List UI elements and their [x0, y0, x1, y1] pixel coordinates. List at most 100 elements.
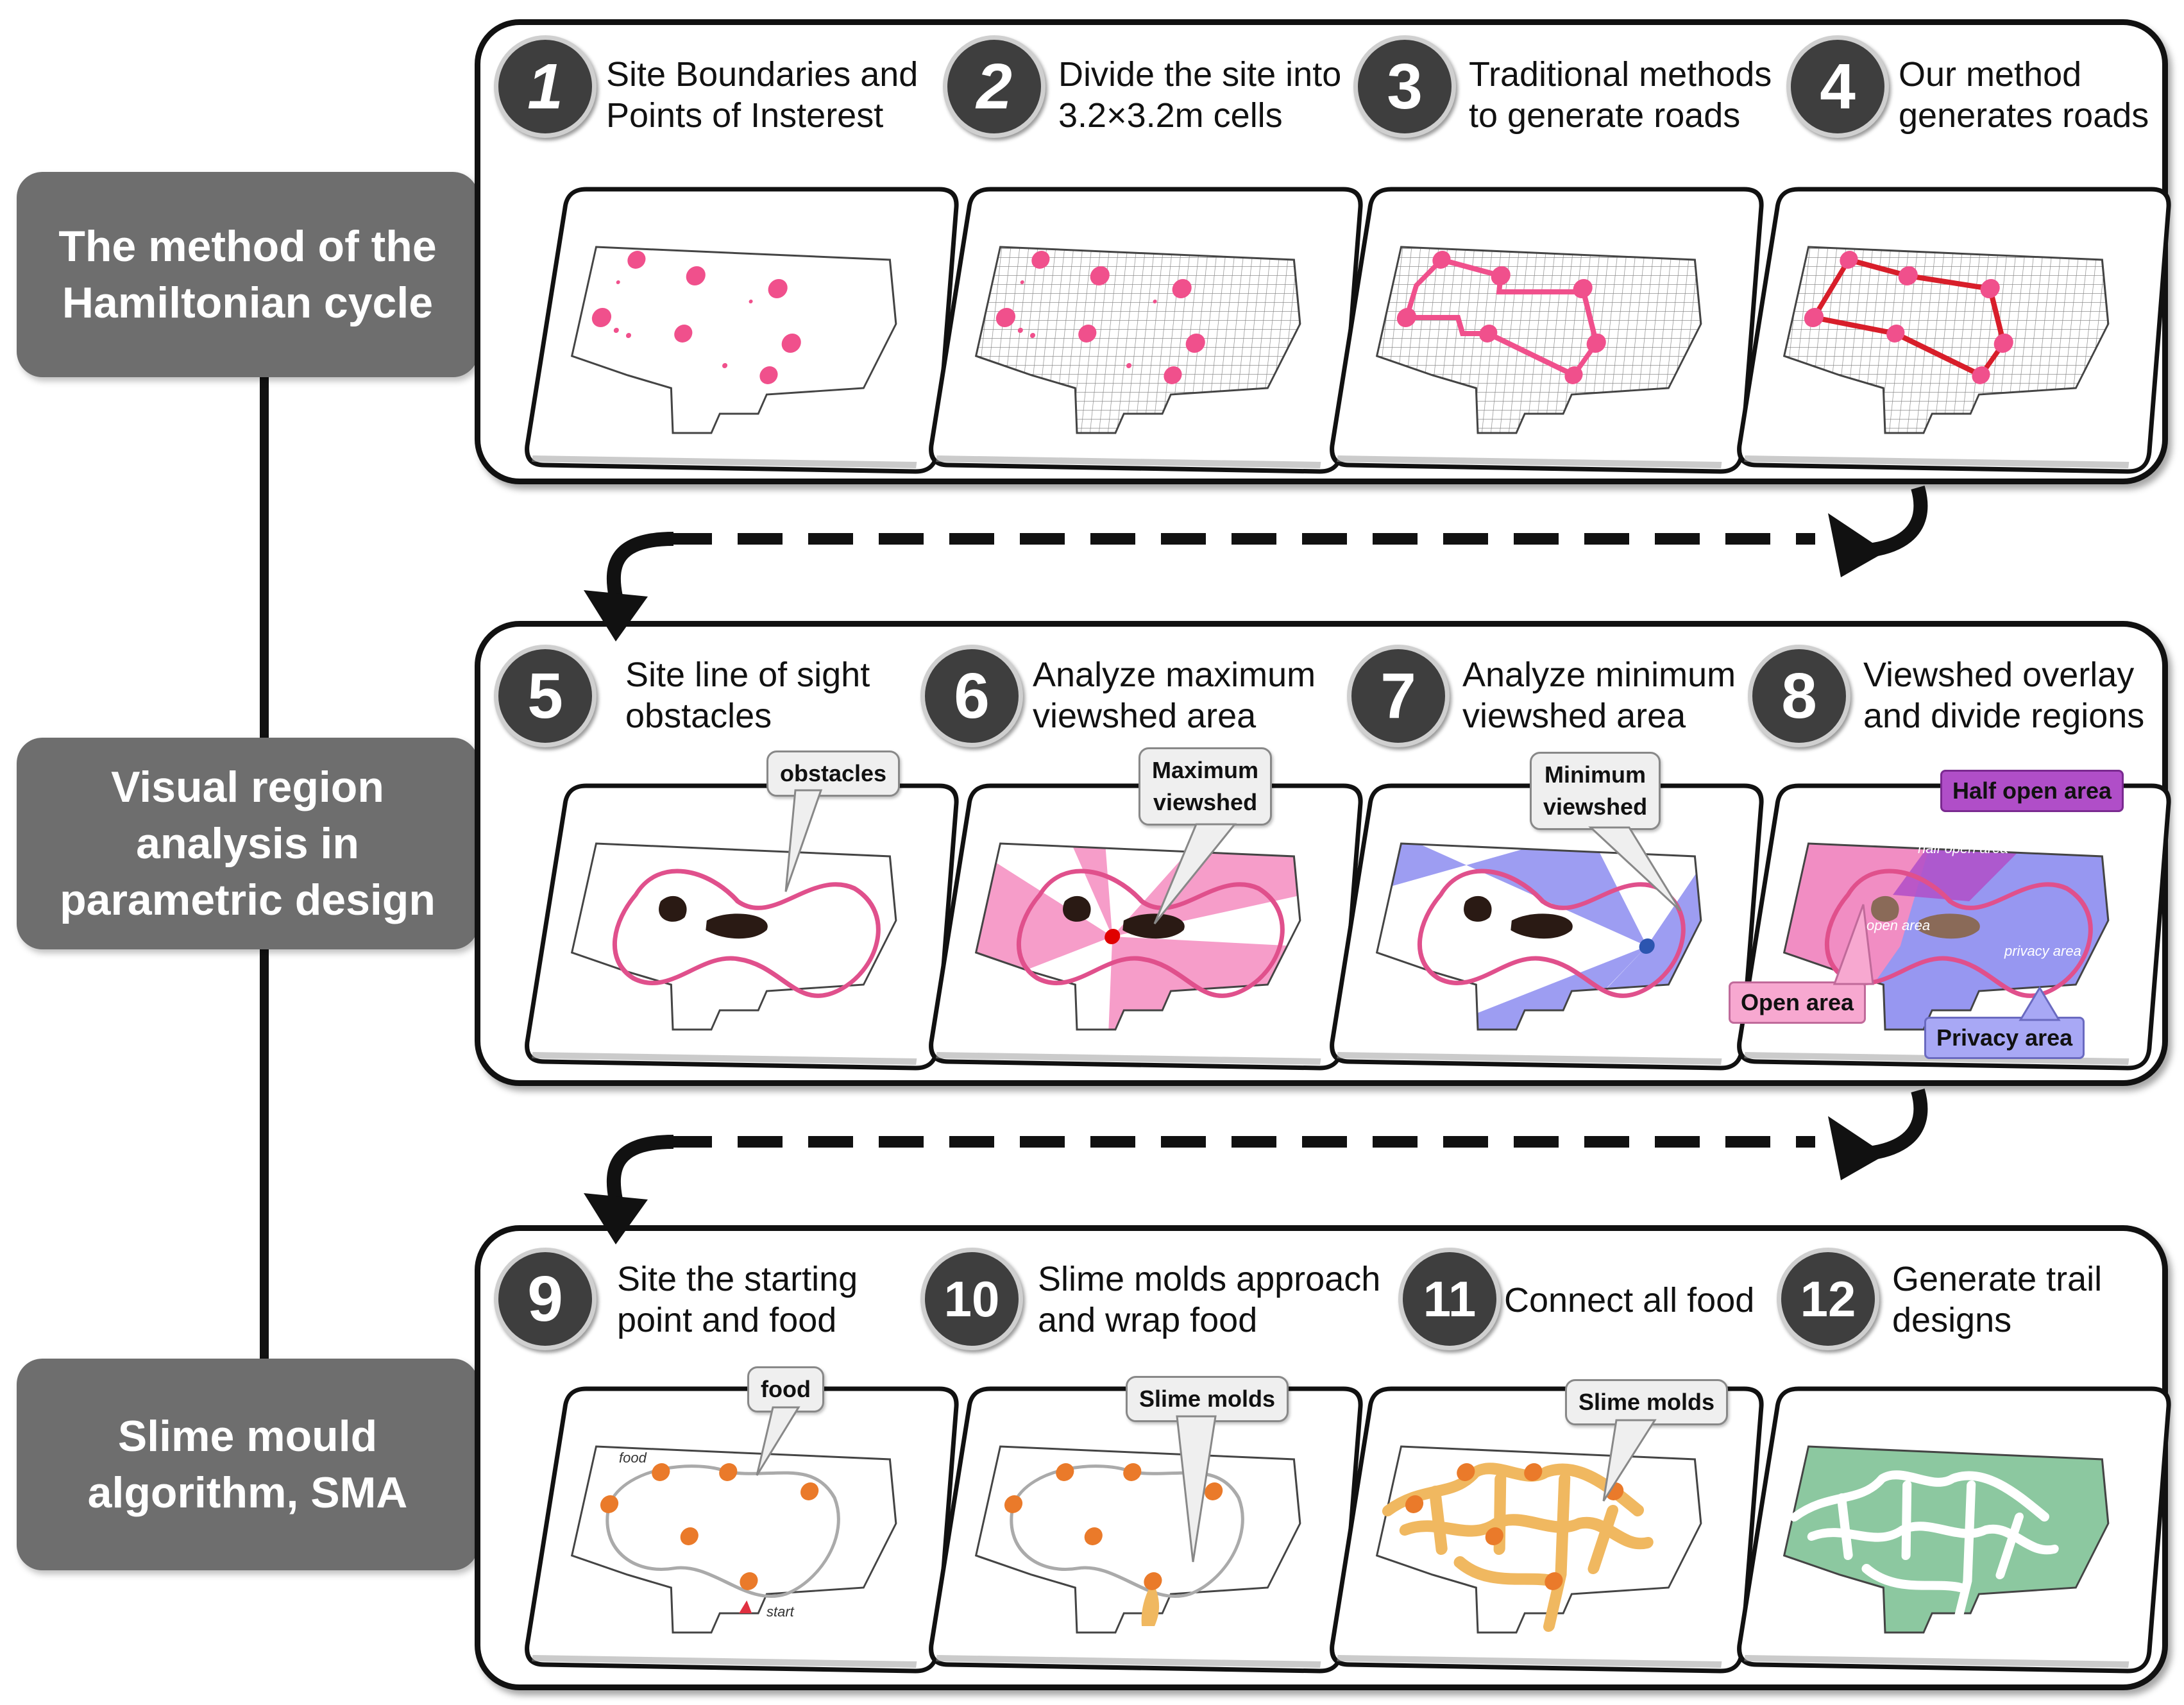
callout-max-viewshed: Maximum viewshed: [1139, 747, 1273, 826]
step-text-line: Analyze maximum: [1033, 656, 1316, 694]
step-number: 12: [1777, 1248, 1879, 1350]
tile-5: [525, 786, 965, 1068]
label-open: Open area: [1729, 981, 1867, 1024]
step-number: 1: [494, 35, 597, 138]
tile-2: [929, 189, 1369, 471]
callout-min-viewshed: Minimum viewshed: [1530, 752, 1661, 830]
section-line: Visual region: [111, 763, 384, 811]
step-text-line: Analyze minimum: [1462, 656, 1736, 694]
small-label-food: food: [619, 1450, 647, 1466]
poi-points: [1804, 251, 2013, 384]
step-text-line: and wrap food: [1038, 1301, 1258, 1339]
tile-6: [929, 786, 1369, 1068]
step-text-line: Divide the site into: [1058, 55, 1342, 94]
section-line: algorithm, SMA: [87, 1468, 408, 1517]
tile-1: [525, 189, 965, 471]
step-text: Analyze maximum viewshed area: [1033, 654, 1316, 736]
step-text-line: Site line of sight: [625, 656, 870, 694]
start-marker: [739, 1600, 752, 1613]
step-number: 3: [1353, 35, 1456, 138]
food-points: [600, 1463, 819, 1590]
step-number: 10: [920, 1248, 1023, 1350]
step-number: 6: [920, 645, 1023, 747]
step-text: Analyze minimum viewshed area: [1462, 654, 1736, 736]
section-line: parametric design: [60, 876, 436, 924]
label-privacy: Privacy area: [1924, 1017, 2085, 1059]
poi-points: [1396, 251, 1606, 384]
tile-10: [929, 1389, 1369, 1671]
callout-food: food: [747, 1366, 824, 1412]
section-line: Slime mould: [117, 1412, 378, 1461]
step-text-line: viewshed area: [1462, 697, 1686, 735]
slime-blob: [1141, 1581, 1159, 1626]
small-label-open: open area: [1867, 917, 1931, 933]
step-number: 8: [1748, 645, 1850, 747]
step-text-line: Site the starting: [617, 1260, 858, 1298]
step-text-line: generates roads: [1899, 96, 2149, 135]
step-number: 5: [494, 645, 597, 747]
callout-line: viewshed: [1543, 793, 1648, 820]
label-half-open: Half open area: [1940, 770, 2124, 812]
trail-network: [1790, 1470, 2059, 1631]
small-label-privacy: privacy area: [2004, 943, 2081, 959]
tile-11: [1330, 1389, 1770, 1671]
step-text-line: and divide regions: [1863, 697, 2145, 735]
step-text: Connect all food: [1504, 1280, 1754, 1321]
callout-line: Maximum: [1152, 757, 1259, 783]
max-viewshed-point: [1105, 929, 1121, 944]
step-text-line: Site Boundaries and: [606, 55, 918, 94]
step-text-line: Our method: [1899, 55, 2082, 94]
step-text: Site the starting point and food: [617, 1259, 858, 1341]
step-text-line: 3.2×3.2m cells: [1058, 96, 1283, 135]
step-text-line: viewshed area: [1033, 697, 1257, 735]
step-number: 9: [494, 1248, 597, 1350]
arrow-2-to-3: [584, 1088, 1928, 1244]
tile-3: [1330, 189, 1770, 471]
food-points: [1004, 1463, 1223, 1590]
step-text: Site Boundaries and Points of Insterest: [606, 54, 918, 136]
step-number: 7: [1347, 645, 1450, 747]
small-label-half-open: half open area: [1918, 840, 2008, 856]
step-text-line: Traditional methods: [1469, 55, 1772, 94]
arrow-1-to-2: [584, 485, 1928, 641]
small-label-start: start: [766, 1604, 794, 1620]
step-text-line: point and food: [617, 1301, 837, 1339]
step-number: 2: [943, 35, 1045, 138]
step-text: Our method generates roads: [1899, 54, 2149, 136]
slime-network: [1382, 1463, 1654, 1632]
section-line: Hamiltonian cycle: [62, 278, 434, 327]
obstacle: [706, 913, 768, 939]
section-sma: Slime mould algorithm, SMA: [17, 1359, 478, 1570]
step-number: 11: [1398, 1248, 1501, 1350]
step-text: Generate trail designs: [1892, 1259, 2102, 1341]
step-text: Site line of sight obstacles: [625, 654, 870, 736]
tile-7: [1330, 786, 1770, 1068]
step-text-line: designs: [1892, 1301, 2012, 1339]
callout-obstacles: obstacles: [766, 751, 901, 797]
step-text-line: Generate trail: [1892, 1260, 2103, 1298]
section-hamiltonian: The method of the Hamiltonian cycle: [17, 172, 478, 377]
tile-9: [525, 1389, 965, 1671]
step-text: Divide the site into 3.2×3.2m cells: [1058, 54, 1341, 136]
step-text-line: Connect all food: [1504, 1281, 1755, 1319]
step-text-line: Points of Insterest: [606, 96, 884, 135]
section-visual: Visual region analysis in parametric des…: [17, 738, 478, 949]
section-line: The method of the: [58, 222, 437, 271]
tile-4: [1737, 189, 2177, 471]
step-number: 4: [1786, 35, 1889, 138]
food-points: [1405, 1463, 1624, 1590]
poi-points: [995, 251, 1205, 384]
step-text-line: Slime molds approach: [1038, 1260, 1381, 1298]
step-text-line: obstacles: [625, 697, 772, 735]
step-text: Traditional methods to generate roads: [1469, 54, 1772, 136]
section-line: analysis in: [136, 819, 359, 868]
step-text-line: to generate roads: [1469, 96, 1741, 135]
tile-12: [1737, 1389, 2177, 1671]
callout-slime-molds-10: Slime molds: [1126, 1376, 1289, 1422]
poi-points: [591, 251, 801, 384]
min-viewshed-point: [1639, 938, 1655, 954]
